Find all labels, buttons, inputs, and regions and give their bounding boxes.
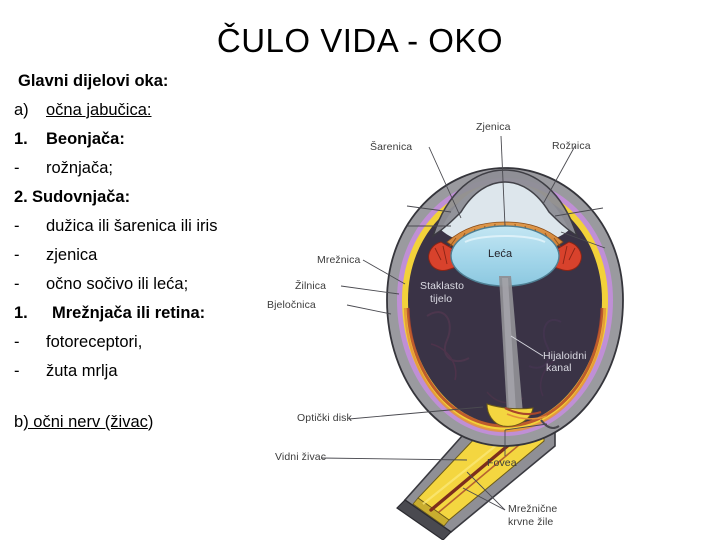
list-item-label: žuta mrlja	[46, 362, 118, 380]
list-item-label: zjenica	[46, 246, 98, 264]
label-leca: Leća	[488, 248, 513, 260]
list-item-marker: -	[14, 362, 20, 380]
list-item: 1. Mrežnjača ili retina:	[14, 299, 314, 328]
label-hijaloidni-kanal-line1: Hijaloidni	[543, 350, 587, 362]
list-item: 2. Sudovnjača:	[14, 183, 314, 212]
label-opticki-disk: Optički disk	[297, 412, 352, 424]
list-item: - očno sočivo ili leća;	[14, 270, 314, 299]
fovea-shape	[540, 419, 560, 429]
leader-lines	[320, 135, 606, 511]
hyaloid-leader-line	[510, 335, 544, 357]
label-staklasto-tijelo-line1: Staklasto	[420, 280, 465, 292]
list-item-marker: -	[14, 217, 20, 235]
label-hijaloidni-kanal-line2: kanal	[546, 362, 572, 374]
label-krvne-zile-line1: Mrežnične	[508, 503, 558, 515]
list-item: - dužica ili šarenica ili iris	[14, 212, 314, 241]
list-item-label: očno sočivo ili leća;	[46, 275, 189, 293]
optic-nerve-entry: b) očni nerv (živac)	[14, 408, 153, 437]
label-krvne-zile-line2: krvne žile	[508, 516, 554, 528]
label-staklasto-tijelo-line2: tijelo	[430, 293, 453, 305]
label-mreznica: Mrežnica	[317, 254, 361, 266]
label-sarenica: Šarenica	[370, 141, 413, 153]
list-item: a) očna jabučica:	[14, 96, 314, 125]
list-item-marker: -	[14, 159, 20, 177]
eye-cross-section-svg	[320, 135, 624, 540]
retinal-vessels-group	[426, 311, 562, 404]
list-item-marker: -	[14, 246, 20, 264]
cornea-shape	[431, 169, 579, 238]
list-item: 1. Beonjača:	[14, 125, 314, 154]
label-bjelocnica: Bjeločnica	[267, 299, 316, 311]
list-item-marker: 1.	[14, 130, 28, 148]
list-item-label: očna jabučica:	[46, 101, 152, 119]
list-item: - žuta mrlja	[14, 357, 314, 386]
label-zjenica: Zjenica	[476, 121, 511, 133]
label-roznica: Rožnica	[552, 140, 591, 152]
page-title: ČULO VIDA - OKO	[216, 22, 504, 59]
list-item-marker: -	[14, 275, 20, 293]
optic-nerve-underlined: ) očni nerv (živac	[23, 413, 148, 431]
label-zilnica: Žilnica	[295, 280, 327, 292]
label-fovea: Fovea	[487, 457, 517, 469]
list-item-label: Sudovnjača:	[32, 188, 131, 206]
list-item: - fotoreceptori,	[14, 328, 314, 357]
outline-list: a) očna jabučica: 1. Beonjača: - rožnjač…	[14, 96, 314, 386]
list-item: - rožnjača;	[14, 154, 314, 183]
optic-nerve-suffix: )	[147, 413, 154, 431]
list-item-label: fotoreceptori,	[46, 333, 143, 351]
label-vidni-zivac: Vidni živac	[275, 451, 327, 463]
optic-nerve-prefix: b	[14, 413, 24, 431]
list-item-label: Beonjača:	[46, 130, 125, 148]
list-item-marker: 1.	[14, 304, 28, 322]
list-item-marker: -	[14, 333, 20, 351]
list-item: - zjenica	[14, 241, 314, 270]
eye-diagram: Šarenica Zjenica Rožnica Leća Mrežnica Ž…	[255, 108, 720, 540]
list-item-label: rožnjača;	[46, 159, 113, 177]
list-item-marker: 2.	[14, 188, 28, 206]
list-item-marker: a)	[14, 101, 29, 119]
list-item-label: dužica ili šarenica ili iris	[46, 217, 218, 235]
outline-heading: Glavni dijelovi oka:	[18, 72, 169, 90]
list-item-label: Mrežnjača ili retina:	[52, 304, 206, 322]
